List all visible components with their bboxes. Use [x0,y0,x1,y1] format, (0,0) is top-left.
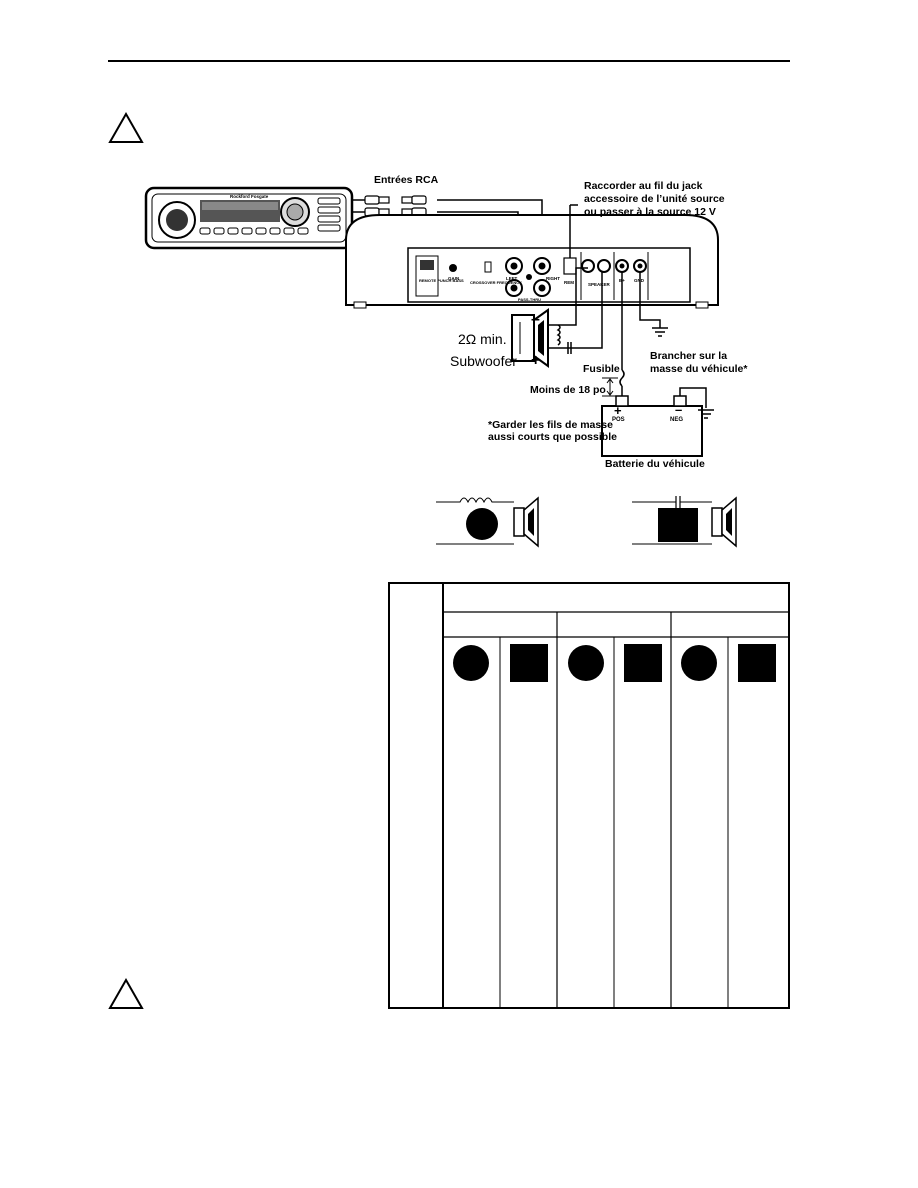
wiring-diagram: Rockford Fosgate [144,186,719,457]
amp-passthru-label: PASS-THRU [518,297,541,302]
warning-icon [108,112,144,143]
amplifier: LEFT RIGHT REM SPEAKER B+ GND GAIN CROSS… [345,214,719,309]
amp-speaker-label: SPEAKER [588,282,611,287]
subwoofer-minus: – [531,311,540,328]
battery-pos-label: POS [612,417,625,423]
ground-note-line-1: Brancher sur la [650,350,728,362]
rca-inputs-label: Entrées RCA [374,174,439,186]
impedance-label: 2Ω min. [458,331,507,347]
warning-icon-lower [108,978,144,1009]
remote-note-line-2: accessoire de l’unité source [584,193,725,205]
fuse-symbol [619,369,625,387]
amp-rem-label: REM [564,280,574,285]
battery-plus: + [614,403,622,418]
ground-symbol-battery [698,409,714,419]
remote-note-line-1: Raccorder au fil du jack [584,180,703,192]
ground-wire-note-line-1: *Garder les fils de masse [488,419,613,431]
header-rule [108,60,790,62]
distance-label: Moins de 18 po [530,384,606,396]
battery-minus: – [675,402,683,417]
subwoofer-label: Subwoofer [450,353,517,369]
ground-wire-note-line-2: aussi courts que possible [488,431,617,443]
inductor-diagram [436,496,539,548]
battery-neg-label: NEG [670,417,684,423]
amp-crossover-label: CROSSOVER FREQUENCY [470,280,522,285]
amp-gain-label: GAIN [448,276,459,281]
crossover-table [388,582,790,1009]
amp-right-label: RIGHT [546,276,560,281]
remote-note-line-3: ou passer à la source 12 V [584,206,716,218]
head-unit-brand: Rockford Fosgate [230,194,269,199]
ground-symbol-amp [652,327,668,337]
amp-left-label: LEFT [506,276,517,281]
fuse-label: Fusible [583,363,620,375]
battery [601,395,703,457]
subwoofer [511,308,549,368]
ground-note-line-2: masse du véhicule* [650,363,748,375]
battery-label: Batterie du véhicule [605,458,705,470]
capacitor-diagram [632,496,737,548]
head-unit: Rockford Fosgate [144,186,354,250]
subwoofer-plus: + [531,352,541,369]
amp-remote-label: REMOTE PUNCH BASS [419,278,464,283]
